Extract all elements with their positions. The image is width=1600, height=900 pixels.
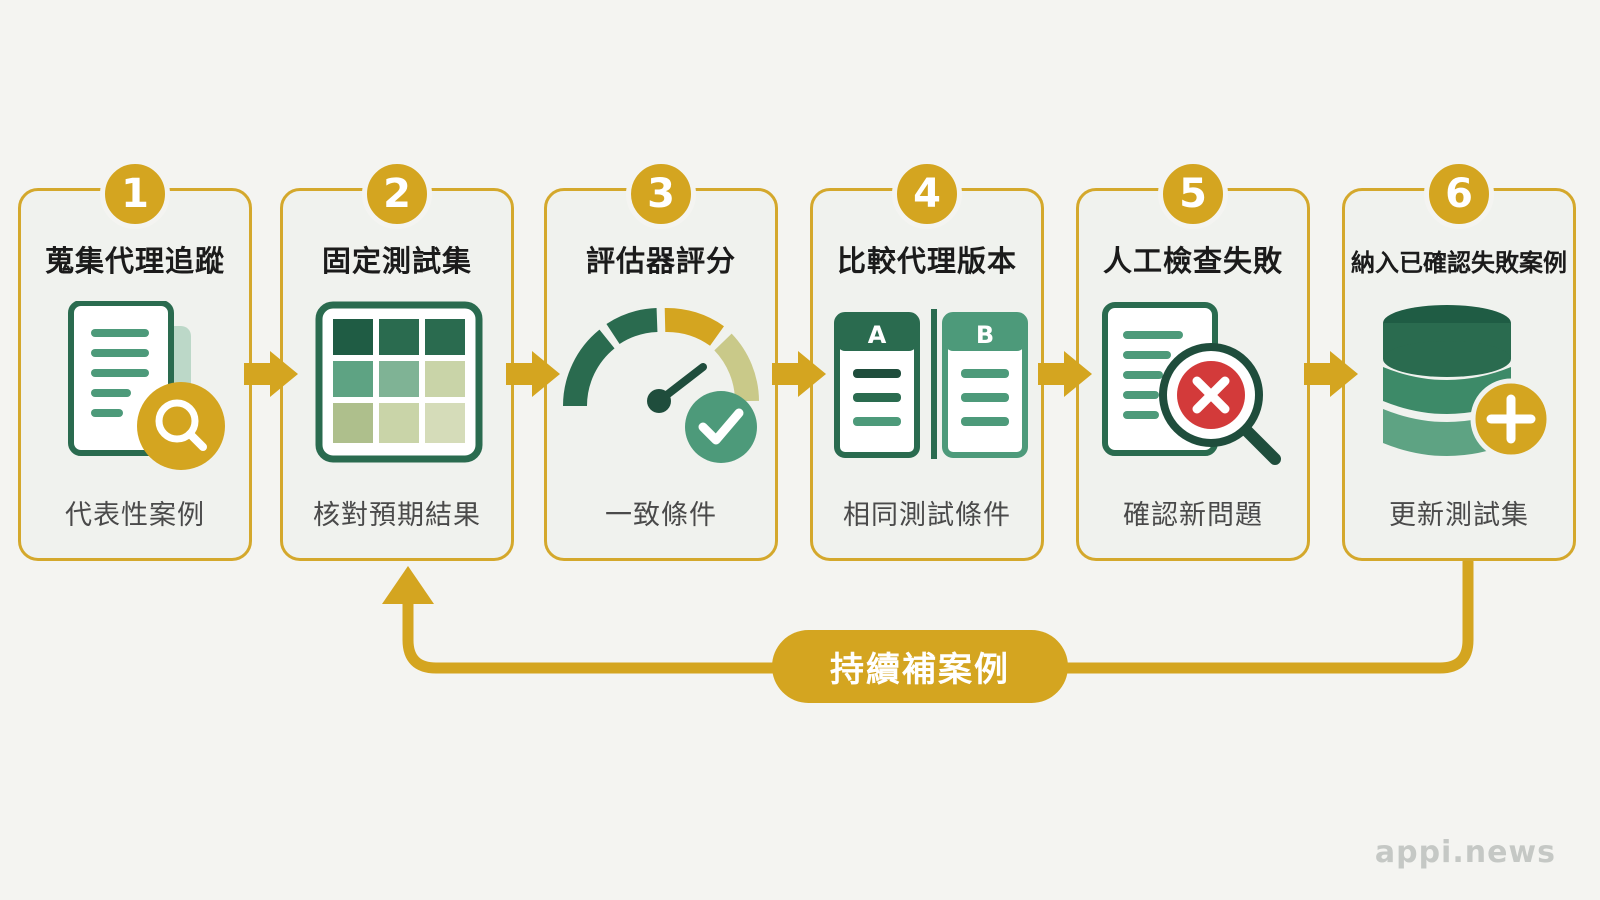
step-title: 評估器評分 <box>585 244 736 278</box>
table-grid-icon <box>315 301 483 463</box>
step-card-3: 3 評估器評分 一致條件 <box>544 159 778 561</box>
step-card-2: 2 固定測試集 核對預期結果 <box>280 159 514 561</box>
step-number-badge: 4 <box>892 159 962 229</box>
step-subtitle: 一致條件 <box>605 500 717 531</box>
watermark: appi.news <box>1374 835 1556 870</box>
gauge-check-icon <box>562 308 759 463</box>
step-title: 蒐集代理追蹤 <box>44 244 225 278</box>
step-number-badge: 3 <box>626 159 696 229</box>
database-add-icon <box>1383 305 1552 460</box>
step-card-6: 6 納入已確認失敗案例 更新測試集 <box>1342 159 1576 561</box>
step-subtitle: 相同測試條件 <box>843 500 1011 531</box>
document-error-icon <box>1102 302 1281 465</box>
step-title: 固定測試集 <box>321 244 472 278</box>
variant-b-label: B <box>976 321 994 349</box>
step-subtitle: 更新測試集 <box>1389 500 1529 531</box>
step-title: 人工檢查失敗 <box>1102 244 1283 278</box>
step-number-badge: 6 <box>1424 159 1494 229</box>
step-number-badge: 5 <box>1158 159 1228 229</box>
ab-compare-icon: A B <box>834 309 1028 459</box>
step-title: 納入已確認失敗案例 <box>1351 249 1567 277</box>
arrow-right-icon <box>772 351 826 397</box>
step-number-badge: 1 <box>100 159 170 229</box>
step-card-5: 5 人工檢查失敗 確認新問題 <box>1076 159 1310 561</box>
arrow-right-icon <box>244 351 298 397</box>
document-search-icon <box>68 301 225 470</box>
step-card-1: 1 蒐集代理追蹤 代表性案例 <box>18 159 252 561</box>
step-title: 比較代理版本 <box>836 244 1017 278</box>
variant-a-label: A <box>868 321 887 349</box>
step-number-badge: 2 <box>362 159 432 229</box>
arrow-right-icon <box>1304 351 1358 397</box>
step-card-4: 4 比較代理版本 A B 相同測試條件 <box>810 159 1044 561</box>
loop-label: 持續補案例 <box>772 630 1068 703</box>
arrow-right-icon <box>1038 351 1092 397</box>
step-subtitle: 核對預期結果 <box>313 500 481 531</box>
loop-arrowhead-icon <box>382 566 434 604</box>
arrow-right-icon <box>506 351 560 397</box>
step-subtitle: 確認新問題 <box>1123 500 1263 531</box>
step-subtitle: 代表性案例 <box>65 500 205 531</box>
